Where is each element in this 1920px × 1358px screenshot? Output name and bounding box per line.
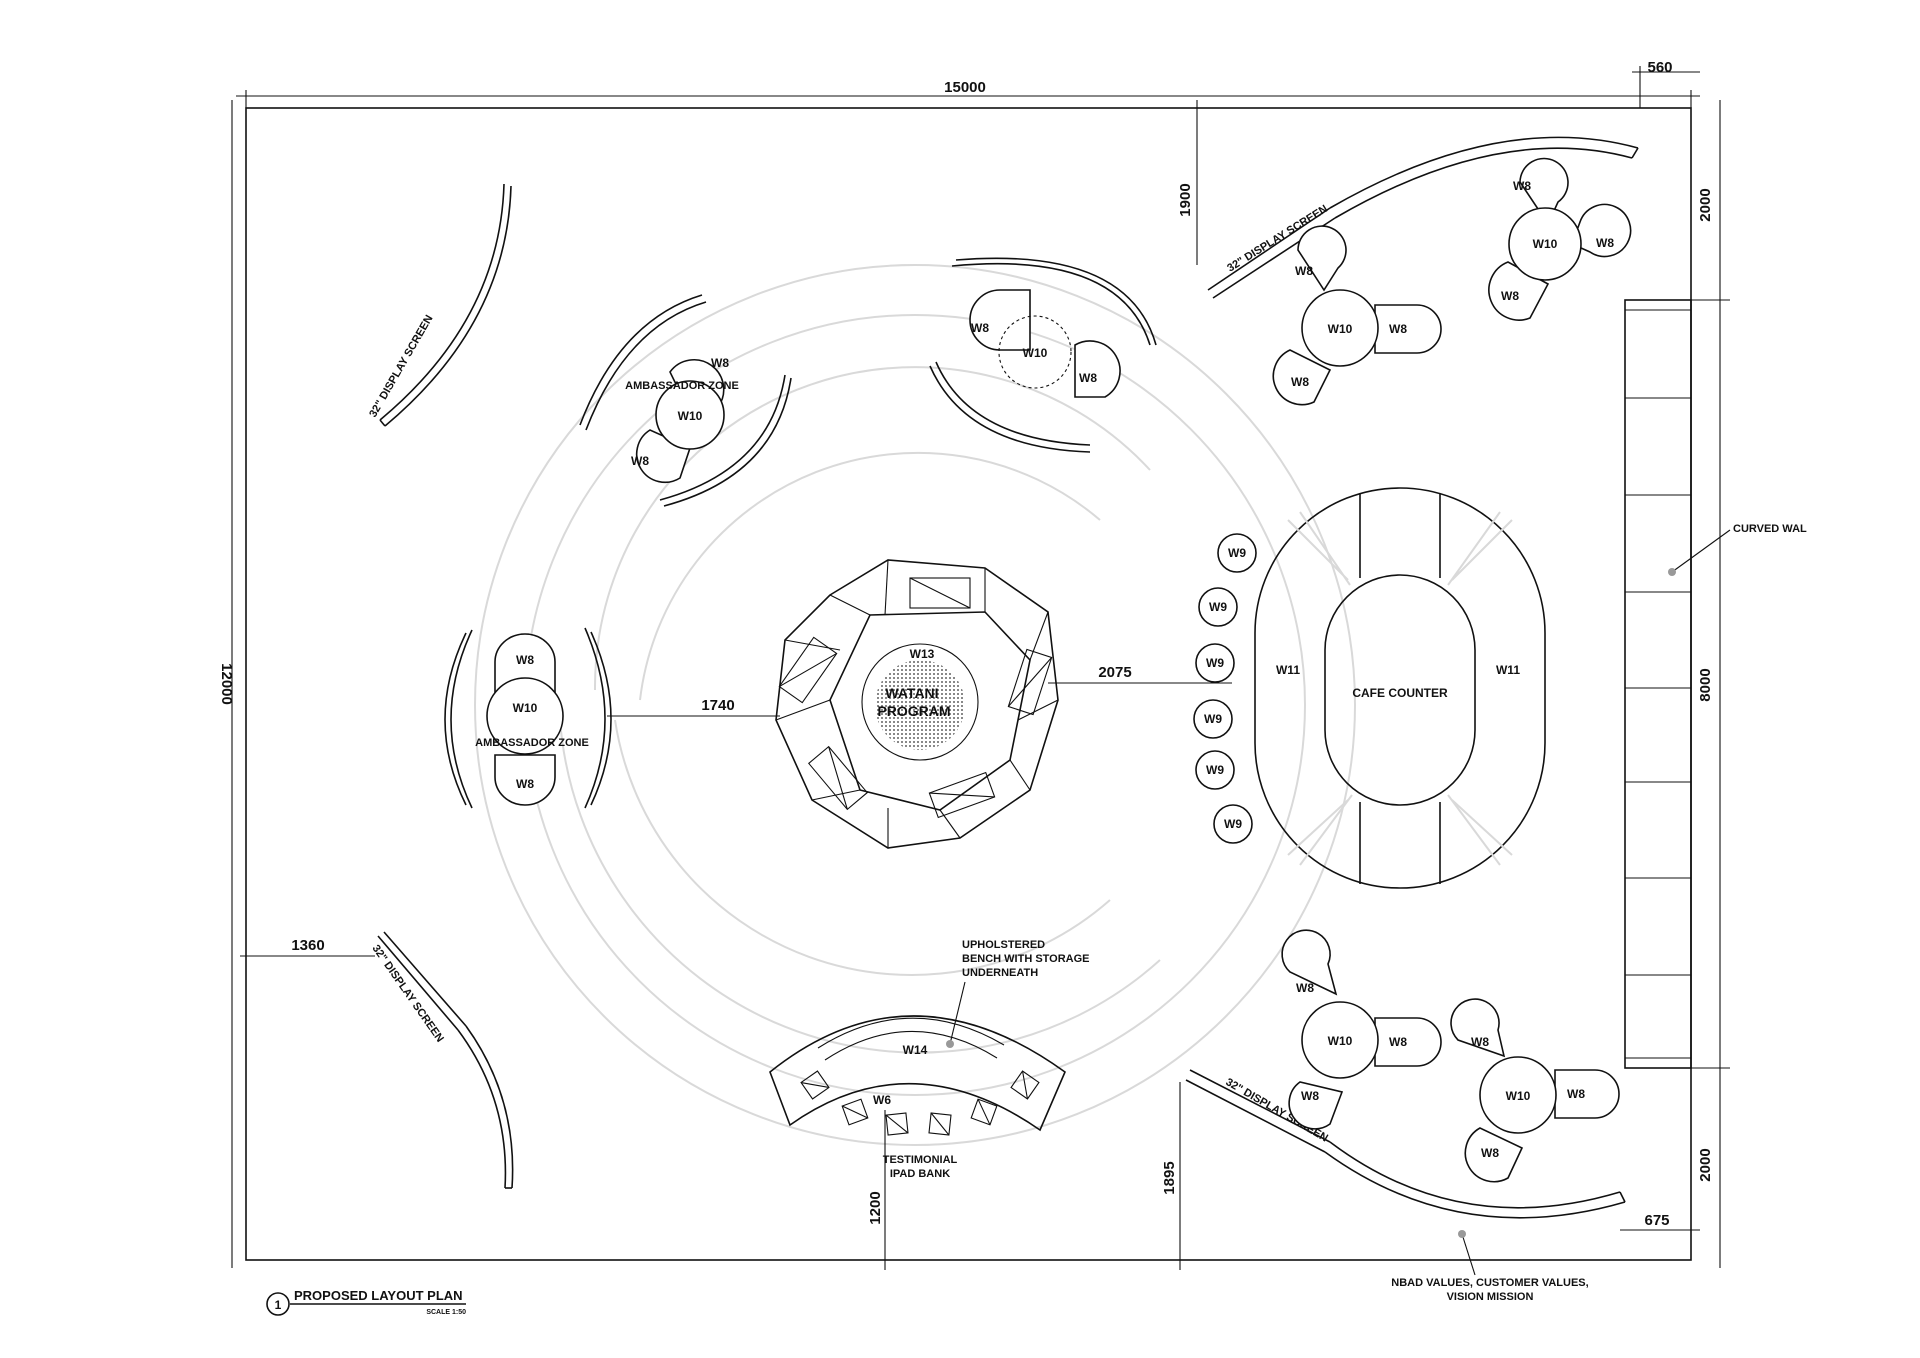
svg-text:W11: W11	[1496, 663, 1520, 677]
dim-left-screen-offset: 1360	[291, 937, 324, 954]
bench-note: UNDERNEATH	[962, 967, 1038, 979]
svg-text:W8: W8	[1567, 1087, 1585, 1101]
svg-text:W9: W9	[1206, 763, 1224, 777]
drawing-number: 1	[275, 1298, 282, 1312]
svg-text:W8: W8	[711, 356, 729, 370]
dim-bottom-right-offset: 675	[1644, 1212, 1669, 1229]
svg-text:W8: W8	[1079, 371, 1097, 385]
svg-text:W8: W8	[1471, 1035, 1489, 1049]
seating-cluster-bottom-2: W8 W8 W8 W10	[1450, 998, 1620, 1183]
cafe-counter: W11 W11 CAFE COUNTER	[1254, 487, 1546, 889]
svg-text:W8: W8	[516, 777, 534, 791]
ambassador-zone-label: AMBASSADOR ZONE	[475, 737, 589, 749]
curved-wall-label: CURVED WAL	[1733, 523, 1807, 535]
display-screen-label: 32" DISPLAY SCREEN	[367, 313, 435, 419]
svg-text:W10: W10	[513, 701, 538, 715]
svg-text:W14: W14	[903, 1043, 928, 1057]
bench-note: BENCH WITH STORAGE	[962, 953, 1090, 965]
ambassador-zone-top: W8 W8 W10 AMBASSADOR ZONE	[579, 294, 792, 507]
svg-text:W8: W8	[1301, 1089, 1319, 1103]
display-screen-left-top: 32" DISPLAY SCREEN	[367, 183, 512, 427]
dim-center-left-gap: 1740	[701, 697, 734, 714]
drawing-title: PROPOSED LAYOUT PLAN	[294, 1288, 463, 1303]
svg-text:W8: W8	[1389, 1035, 1407, 1049]
svg-text:W10: W10	[1328, 322, 1353, 336]
svg-text:W8: W8	[1389, 322, 1407, 336]
svg-text:W8: W8	[516, 653, 534, 667]
svg-text:W8: W8	[1291, 375, 1309, 389]
dim-overall-width: 15000	[944, 79, 986, 96]
ipad-bank-label: TESTIMONIAL	[883, 1154, 958, 1166]
svg-text:NBAD VALUES, CUSTOMER VALUES,: NBAD VALUES, CUSTOMER VALUES,	[1391, 1277, 1588, 1289]
svg-text:W6: W6	[873, 1093, 891, 1107]
title-block: 1 PROPOSED LAYOUT PLAN SCALE 1:50	[266, 1288, 466, 1316]
dim-right-bottom: 2000	[1697, 1148, 1714, 1181]
ipad-bank-label: IPAD BANK	[890, 1168, 950, 1180]
dim-top-right-offset: 560	[1647, 59, 1672, 76]
curved-wall: CURVED WAL	[1624, 299, 1807, 1069]
svg-text:W8: W8	[1296, 981, 1314, 995]
svg-text:W8: W8	[631, 454, 649, 468]
svg-text:W10: W10	[1328, 1034, 1353, 1048]
svg-text:W13: W13	[910, 647, 935, 661]
bench-note: UPHOLSTERED	[962, 939, 1045, 951]
values-note: NBAD VALUES, CUSTOMER VALUES, VISION MIS…	[1391, 1230, 1589, 1303]
dim-bottom-screen-depth: 1895	[1161, 1161, 1178, 1194]
dim-center-right-gap: 2075	[1098, 664, 1131, 681]
table-top-middle: W8 W8 W10	[929, 257, 1157, 453]
cafe-counter-label: CAFE COUNTER	[1352, 686, 1448, 700]
svg-text:VISION MISSION: VISION MISSION	[1447, 1291, 1534, 1303]
ambassador-zone-label: AMBASSADOR ZONE	[625, 380, 739, 392]
watani-program-label: PROGRAM	[877, 703, 950, 719]
svg-text:W8: W8	[1513, 179, 1531, 193]
dim-top-screen-depth: 1900	[1177, 183, 1194, 216]
central-pod: W13 WATANI PROGRAM	[775, 559, 1059, 849]
svg-text:W11: W11	[1276, 663, 1300, 677]
drawing-scale: SCALE 1:50	[426, 1309, 466, 1316]
svg-text:W8: W8	[1295, 264, 1313, 278]
dimensions: 15000 560 12000 2000 8000 2000 1900 1740…	[218, 59, 1730, 1270]
ambassador-zone-left: W8 W8 W10 AMBASSADOR ZONE	[444, 627, 612, 809]
svg-text:W9: W9	[1204, 712, 1222, 726]
display-screen-left-bottom: 32" DISPLAY SCREEN	[370, 931, 514, 1189]
guide-circles	[474, 264, 1356, 1146]
seating-cluster-top-2: W8 W8 W8 W10	[1272, 225, 1442, 406]
svg-text:W9: W9	[1228, 546, 1246, 560]
watani-program-label: WATANI	[885, 685, 938, 701]
display-screen-top-right: 32" DISPLAY SCREEN	[1207, 136, 1639, 299]
dim-right-mid: 8000	[1697, 668, 1714, 701]
svg-text:W8: W8	[1481, 1146, 1499, 1160]
svg-text:W10: W10	[1506, 1089, 1531, 1103]
seating-cluster-top-1: W8 W8 W8 W10	[1488, 157, 1632, 321]
svg-text:W9: W9	[1209, 600, 1227, 614]
dim-bench-offset: 1200	[867, 1191, 884, 1224]
stools-w9: W9 W9 W9 W9 W9 W9	[1193, 533, 1257, 844]
svg-text:W9: W9	[1224, 817, 1242, 831]
dim-overall-height: 12000	[218, 663, 235, 705]
svg-text:W10: W10	[1533, 237, 1558, 251]
seating-cluster-bottom-1: W8 W8 W8 W10	[1281, 929, 1442, 1130]
svg-text:W8: W8	[971, 321, 989, 335]
dim-right-top: 2000	[1697, 188, 1714, 221]
svg-text:W8: W8	[1596, 236, 1614, 250]
bench-and-ipad-bank: W14 W6 UPHOLSTERED BENCH WITH STORAGE UN…	[769, 939, 1090, 1180]
svg-text:W10: W10	[1023, 346, 1048, 360]
svg-text:W10: W10	[678, 409, 703, 423]
svg-text:W9: W9	[1206, 656, 1224, 670]
svg-text:W8: W8	[1501, 289, 1519, 303]
